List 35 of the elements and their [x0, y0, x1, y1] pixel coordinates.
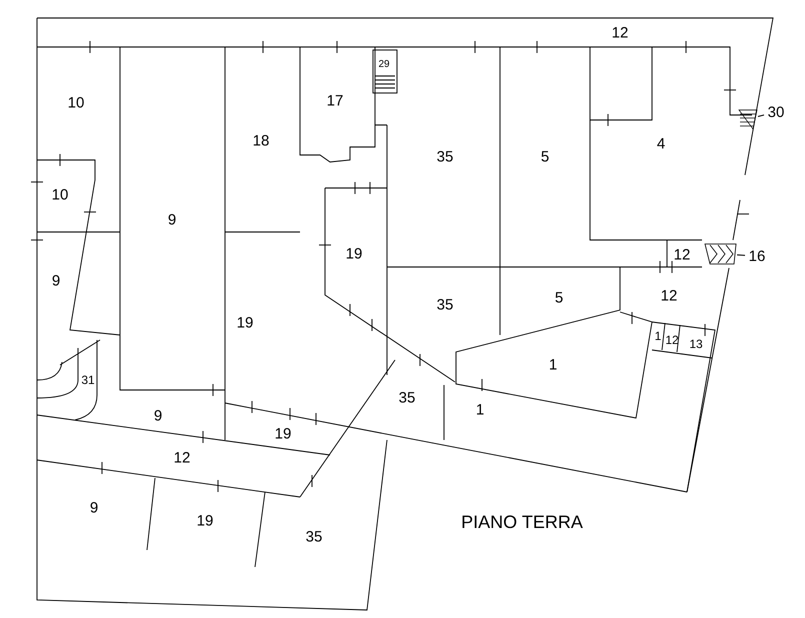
room-number: 35 — [436, 150, 454, 164]
room-number: 18 — [252, 134, 270, 148]
room-number: 12 — [674, 248, 690, 262]
room-number: 5 — [554, 290, 564, 306]
room-number: 19 — [196, 514, 214, 528]
room-number: 35 — [398, 390, 416, 406]
room-number: 1 — [476, 402, 484, 418]
room-number: 1 — [548, 358, 558, 372]
room-number: 16 — [745, 246, 769, 266]
leader-line — [758, 114, 764, 117]
room-number: 9 — [154, 408, 162, 424]
room-number: 29 — [378, 60, 390, 70]
leader-line — [736, 254, 746, 256]
room-number: 9 — [52, 274, 60, 288]
room-number: 10 — [68, 96, 84, 110]
room-number: 12 — [665, 334, 679, 346]
room-number: 12 — [660, 288, 678, 304]
room-number: 4 — [656, 136, 666, 152]
room-number: 17 — [326, 94, 344, 108]
room-number: 31 — [81, 374, 95, 386]
room-number: 9 — [168, 212, 176, 228]
room-number: 12 — [174, 450, 190, 466]
room-number: 12 — [612, 26, 628, 40]
room-number: 19 — [236, 316, 254, 330]
room-number: 10 — [52, 188, 68, 202]
room-number: 19 — [346, 246, 362, 262]
room-number: 5 — [540, 150, 550, 164]
floor-title: PIANO TERRA — [461, 513, 583, 531]
room-number: 9 — [90, 500, 98, 516]
room-number: 19 — [274, 426, 292, 442]
room-number: 13 — [689, 338, 703, 350]
room-number: 35 — [306, 530, 322, 544]
room-number: 1 — [654, 330, 662, 342]
room-number: 35 — [436, 298, 454, 312]
room-number: 30 — [764, 102, 788, 122]
